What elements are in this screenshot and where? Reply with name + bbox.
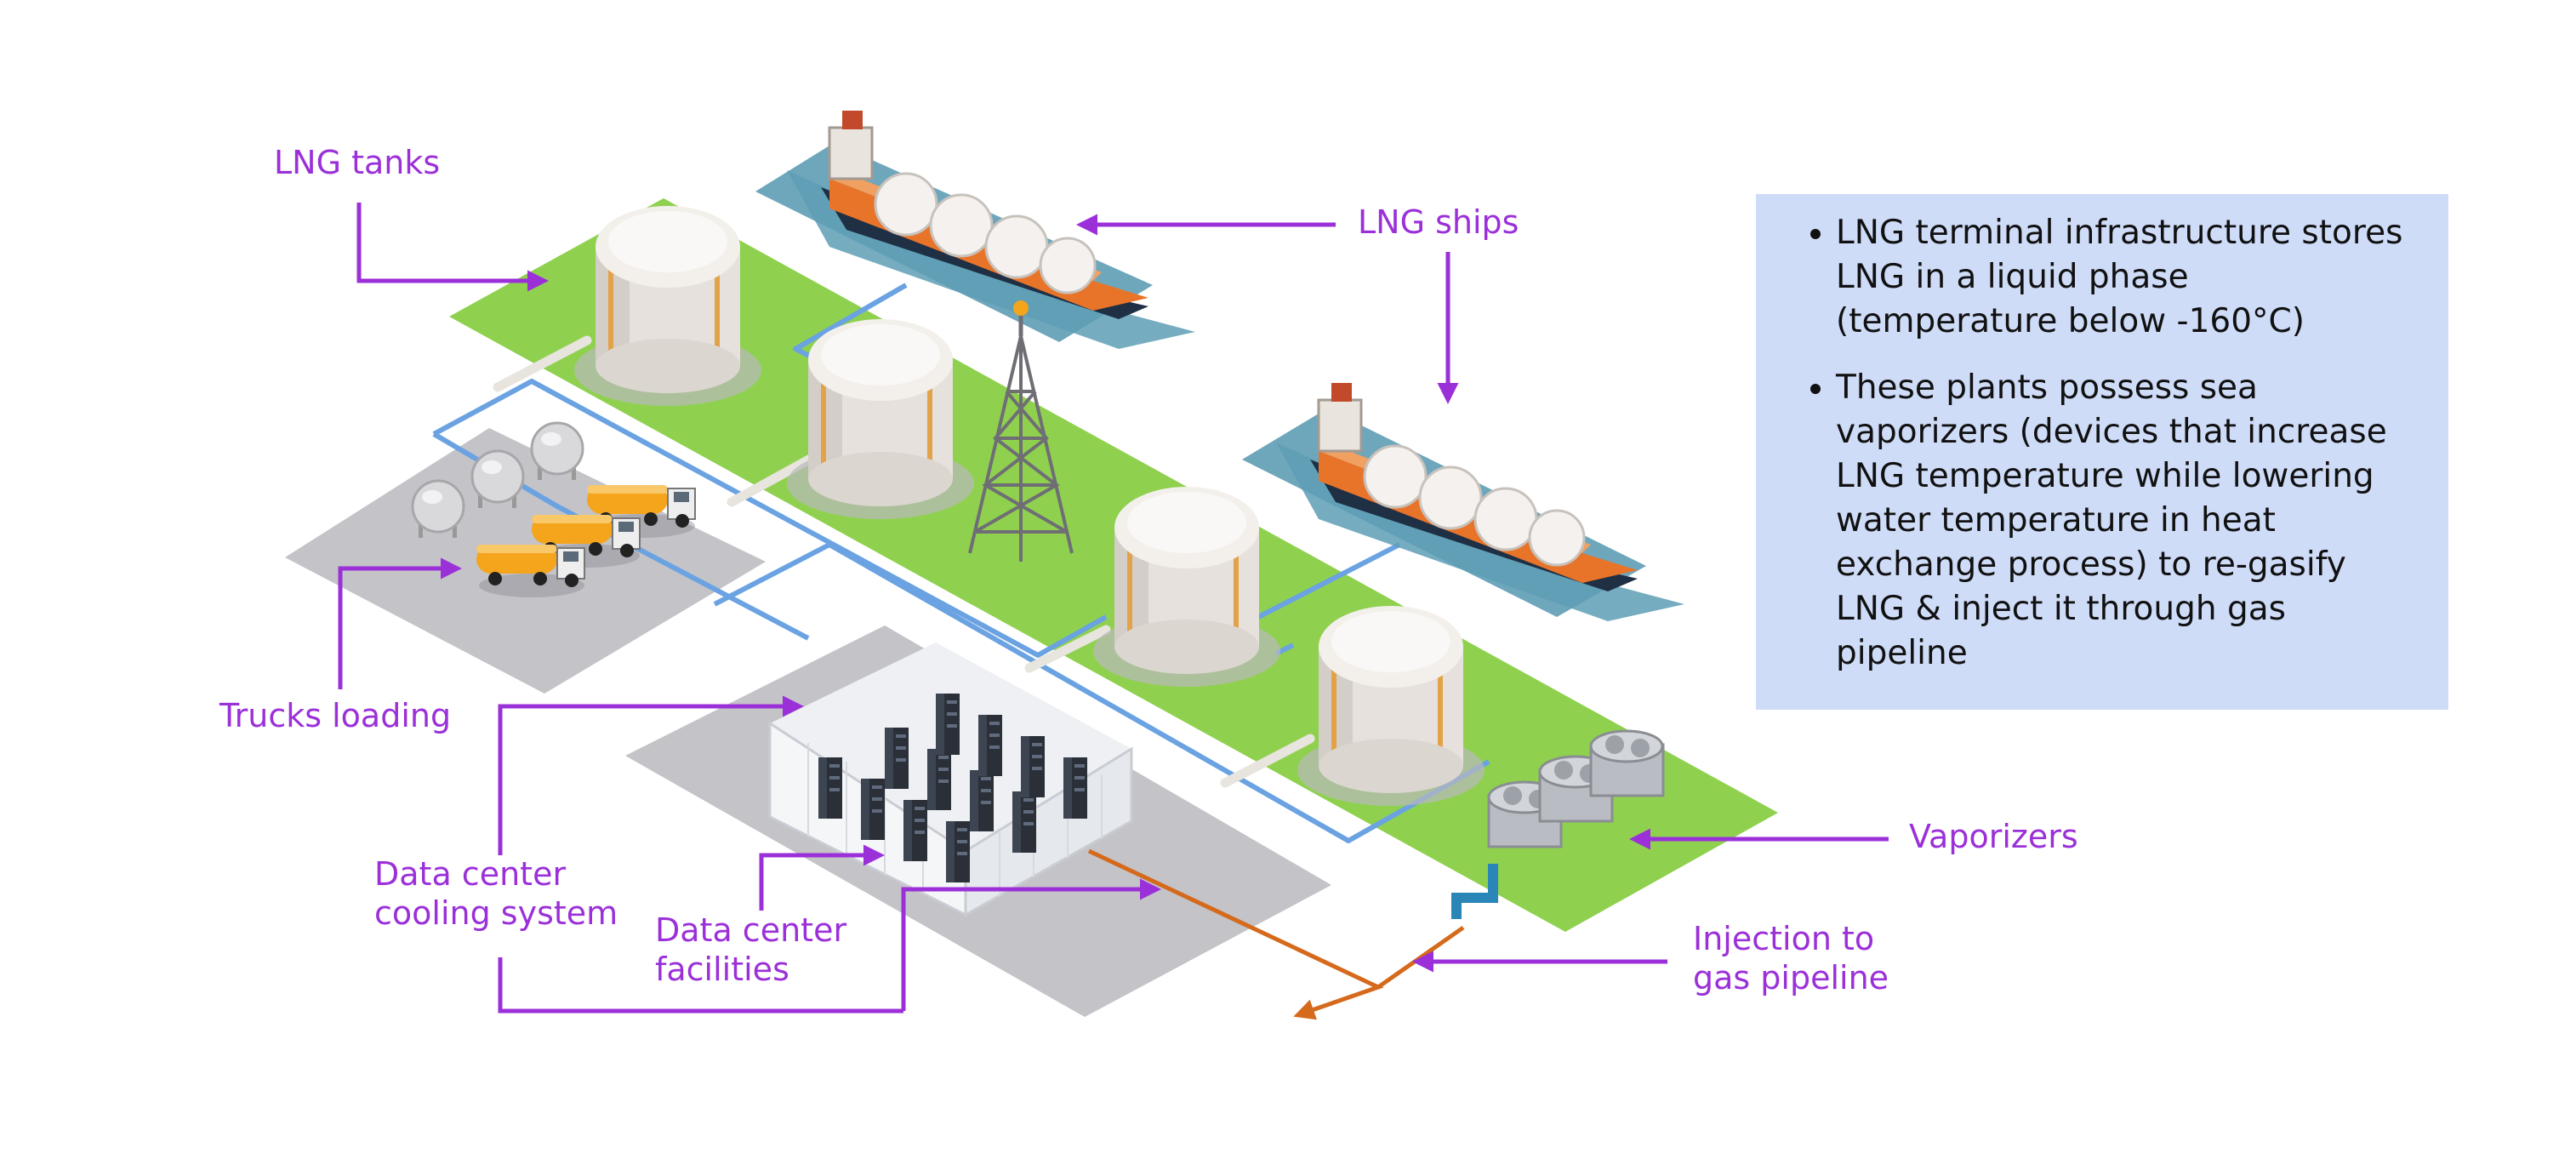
server-rack-icon xyxy=(927,749,951,810)
server-rack-icon xyxy=(861,779,885,840)
server-rack-icon xyxy=(1021,736,1045,797)
label-dc-facilities-line1: Data center xyxy=(655,911,847,949)
label-injection: Injection to gas pipeline xyxy=(1693,919,1889,997)
server-rack-icon xyxy=(818,757,842,819)
label-lng-ships: LNG ships xyxy=(1358,203,1519,241)
label-injection-line1: Injection to xyxy=(1693,920,1875,957)
pipeline-valve-icon xyxy=(1451,864,1498,919)
lng-tank-icon xyxy=(574,206,761,406)
spherical-storage-icon xyxy=(530,421,584,482)
info-bullet-1: LNG terminal infrastructure stores LNG i… xyxy=(1836,211,2414,344)
lng-tank-icon xyxy=(1093,487,1280,687)
label-injection-line2: gas pipeline xyxy=(1693,959,1889,997)
flare-tower-icon xyxy=(968,315,1074,562)
spherical-storage-icon xyxy=(411,479,465,540)
info-bullet-2: These plants possess sea vaporizers (dev… xyxy=(1836,366,2414,676)
lng-tank-icon xyxy=(787,319,974,519)
spherical-storage-icon xyxy=(470,449,525,510)
label-trucks-loading: Trucks loading xyxy=(219,697,452,734)
label-dc-cooling-line2: cooling system xyxy=(374,894,618,932)
label-dc-cooling: Data center cooling system xyxy=(374,854,618,933)
vaporizer-unit-icon xyxy=(1589,729,1665,797)
lng-tank-icon xyxy=(1297,606,1485,806)
label-dc-facilities-line2: facilities xyxy=(655,951,789,988)
server-rack-icon xyxy=(970,770,994,831)
tanker-truck-icon xyxy=(476,544,585,598)
label-dc-cooling-line1: Data center xyxy=(374,855,567,893)
server-rack-icon xyxy=(885,728,909,789)
label-dc-facilities: Data center facilities xyxy=(655,911,846,989)
server-rack-icon xyxy=(903,800,927,861)
server-rack-icon xyxy=(1063,757,1087,819)
server-rack-icon xyxy=(946,821,970,882)
label-arrows xyxy=(338,203,1889,1014)
server-rack-icon xyxy=(936,694,960,755)
server-rack-icon xyxy=(1012,791,1036,853)
info-bullet-list: LNG terminal infrastructure stores LNG i… xyxy=(1787,211,2414,676)
info-box: LNG terminal infrastructure stores LNG i… xyxy=(1756,194,2448,710)
server-rack-icon xyxy=(978,715,1002,776)
label-vaporizers: Vaporizers xyxy=(1909,818,2078,855)
transfer-arms xyxy=(493,335,1315,788)
label-lng-tanks: LNG tanks xyxy=(274,144,441,181)
